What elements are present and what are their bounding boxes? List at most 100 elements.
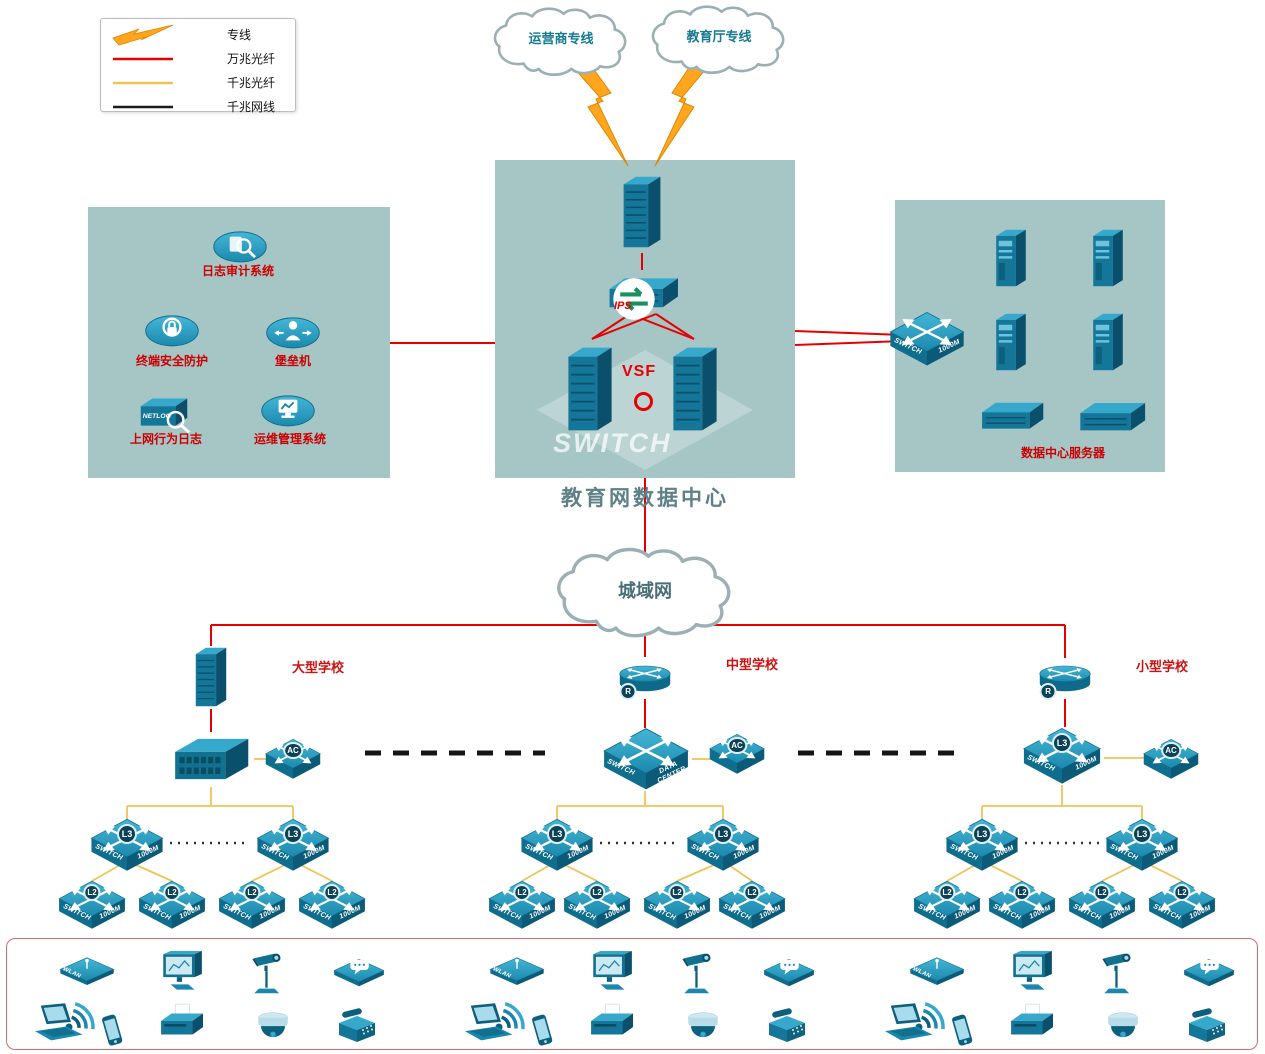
l2-badge: L2 bbox=[163, 884, 181, 901]
bastion-host-label: 堡垒机 bbox=[274, 354, 312, 368]
printer-icon bbox=[584, 1002, 638, 1046]
server-cabinet-icon bbox=[1083, 226, 1133, 290]
printer-node bbox=[1004, 1002, 1058, 1046]
rack-server-icon bbox=[978, 394, 1046, 436]
terminal-devices-boundary bbox=[6, 938, 1258, 1050]
firewall-icon bbox=[190, 644, 232, 710]
laptop-icon bbox=[28, 1002, 86, 1044]
smartphone-node bbox=[944, 1012, 980, 1050]
dome-camera-icon bbox=[1100, 1006, 1146, 1048]
server-cabinet-icon bbox=[1083, 310, 1133, 374]
endpoint-security-label: 终端安全防护 bbox=[135, 354, 209, 368]
l2-badge: L2 bbox=[1093, 884, 1111, 901]
cloud-label: 运营商专线 bbox=[528, 31, 594, 46]
ips-label: IPS bbox=[614, 300, 632, 312]
ptz-camera-icon bbox=[246, 948, 292, 998]
rack-server-icon bbox=[1076, 394, 1148, 438]
im-chat-icon bbox=[332, 952, 386, 988]
ac-controller-node: AC bbox=[1142, 737, 1200, 781]
laptop-node bbox=[458, 1002, 516, 1044]
legend-label: 专线 bbox=[227, 28, 252, 42]
legend-row-1g-cable: 千兆网线 bbox=[111, 95, 285, 119]
l3-switch-node: L3 SWITCH 1000M bbox=[1104, 817, 1180, 873]
legend-row-10g-fiber: 万兆光纤 bbox=[111, 47, 285, 71]
bypass-arrows-icon bbox=[613, 278, 655, 320]
desktop-pc-icon bbox=[584, 950, 638, 998]
l3-badge: L3 bbox=[283, 824, 303, 844]
vsf-label: VSF bbox=[622, 363, 657, 380]
wireless-ap-node: WLAN bbox=[488, 948, 546, 986]
telephone-node bbox=[758, 1006, 816, 1048]
server-cabinet-node bbox=[1083, 310, 1133, 374]
l2-switch-node: L2 SWITCH 1000M bbox=[987, 879, 1057, 931]
ptz-camera-node bbox=[1096, 948, 1142, 998]
legend-label: 千兆网线 bbox=[227, 100, 276, 114]
switch-tower-icon bbox=[668, 336, 722, 442]
desktop-pc-node bbox=[584, 950, 638, 998]
vsf-link-ring bbox=[634, 392, 653, 411]
server-cabinet-icon bbox=[986, 226, 1036, 290]
netlog-node: NETLOG bbox=[133, 392, 195, 436]
l2-badge: L2 bbox=[513, 884, 531, 901]
ops-mgmt-label: 运维管理系统 bbox=[253, 432, 327, 446]
im-chat-node bbox=[762, 952, 816, 988]
im-chat-node bbox=[332, 952, 386, 988]
endpoint-security-node bbox=[142, 308, 202, 350]
l3-switch-node: L3 SWITCH 1000M bbox=[685, 817, 761, 873]
server-cabinet-node bbox=[986, 226, 1036, 290]
telephone-icon bbox=[328, 1006, 386, 1048]
l2-badge: L2 bbox=[83, 884, 101, 901]
printer-icon bbox=[154, 1002, 208, 1046]
smartphone-icon bbox=[94, 1012, 130, 1050]
legend-row-dedicated-line: 专线 bbox=[111, 23, 285, 47]
netlog-icon: NETLOG bbox=[140, 398, 191, 434]
school-firewall-node bbox=[190, 644, 232, 710]
log-audit-icon bbox=[213, 231, 267, 263]
large-school-label: 大型学校 bbox=[292, 660, 345, 675]
l2-switch-node: L2 SWITCH 1000M bbox=[642, 879, 712, 931]
ac-badge: AC bbox=[1161, 742, 1181, 759]
ptz-camera-icon bbox=[1096, 948, 1142, 998]
server-cabinet-node bbox=[986, 310, 1036, 374]
core-firewall-node bbox=[619, 170, 665, 254]
l3-badge: L3 bbox=[972, 824, 992, 844]
im-chat-node bbox=[1182, 952, 1236, 988]
endpoint-security-icon bbox=[145, 315, 199, 347]
l2-badge: L2 bbox=[1173, 884, 1191, 901]
wireless-ap-node: WLAN bbox=[908, 948, 966, 986]
ac-controller-node: AC bbox=[708, 732, 766, 776]
small-school-label: 小型学校 bbox=[1136, 659, 1189, 674]
l2-badge: L2 bbox=[588, 884, 606, 901]
telephone-node bbox=[1178, 1006, 1236, 1048]
l2-switch-node: L2 SWITCH 1000M bbox=[137, 879, 207, 931]
log-audit-node bbox=[210, 224, 270, 266]
l2-switch-node: L2 SWITCH 1000M bbox=[487, 879, 557, 931]
rack-server-node bbox=[978, 394, 1046, 436]
dome-camera-icon bbox=[680, 1006, 726, 1048]
im-chat-icon bbox=[1182, 952, 1236, 988]
datacenter-title: 教育网数据中心 bbox=[561, 486, 729, 510]
telephone-node bbox=[328, 1006, 386, 1048]
dome-camera-node bbox=[1100, 1006, 1146, 1048]
router-badge: R bbox=[1039, 683, 1057, 700]
school-router-node: R bbox=[615, 656, 675, 700]
ptz-camera-node bbox=[676, 948, 722, 998]
l2-badge: L2 bbox=[1013, 884, 1031, 901]
l2-switch-node: L2 SWITCH 1000M bbox=[297, 879, 367, 931]
yellow-line-icon bbox=[113, 81, 173, 85]
switch-watermark: SWITCH bbox=[553, 428, 672, 458]
ptz-camera-node bbox=[246, 948, 292, 998]
l3-switch-node: L3 SWITCH 1000M bbox=[89, 817, 165, 873]
red-line-icon bbox=[113, 57, 173, 61]
l2-badge: L2 bbox=[938, 884, 956, 901]
l2-switch-node: L2 SWITCH 1000M bbox=[912, 879, 982, 931]
printer-node bbox=[584, 1002, 638, 1046]
serverfarm-switch-node: SWITCH 1000M bbox=[888, 310, 966, 368]
switch-tower-icon bbox=[563, 336, 617, 442]
bastion-host-icon bbox=[266, 317, 320, 349]
edu-line-cloud: 教育厅专线 bbox=[641, 4, 797, 76]
ips-node: IPS bbox=[605, 269, 681, 320]
server-cabinet-icon bbox=[986, 310, 1036, 374]
